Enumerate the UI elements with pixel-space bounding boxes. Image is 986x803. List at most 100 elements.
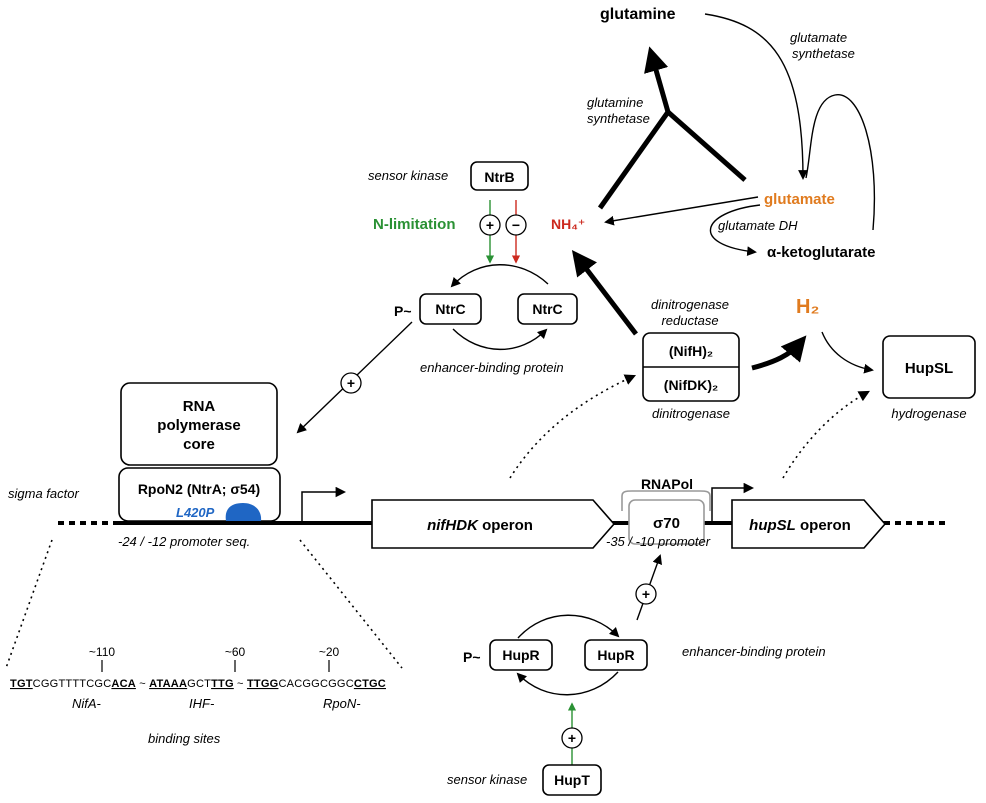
hup-transcription-start-arrow — [711, 482, 755, 523]
ntrc-p-prefix: P~ — [394, 303, 412, 319]
ntrc-p-box — [419, 293, 482, 325]
hupt-text: HupT — [554, 772, 590, 788]
hupr-p-box — [489, 639, 553, 671]
zoom-line-left — [5, 539, 53, 669]
ihf-site-label: IHF- — [189, 696, 215, 711]
ketoglutarate-loop — [805, 94, 876, 231]
binding-sites-label: binding sites — [148, 731, 221, 746]
seq-spacer-2: GCT — [187, 678, 211, 690]
hupr-cycle-top-arrow — [517, 614, 620, 639]
reductase-label-2: reductase — [661, 313, 718, 328]
sigma70-box — [628, 499, 705, 545]
rna-polymerase-core-line-3: core — [183, 436, 215, 453]
glutamate-synthetase-label-2: synthetase — [792, 46, 855, 61]
promoter-35-10-label: -35 / -10 promoter — [606, 534, 711, 549]
seq-spacer-1: CGGTTTTCGC — [33, 678, 112, 690]
dinitrogenase-label: dinitrogenase — [652, 406, 730, 421]
sigma70-text: σ70 — [653, 515, 680, 532]
nifhdk-operon-gene: nifHDK — [427, 517, 479, 534]
n-limitation-label: N-limitation — [373, 216, 456, 233]
nifhdk-operon-shape — [371, 499, 616, 549]
glutamine-synthetase-label-1: glutamine — [587, 95, 643, 110]
ntrc-plus-sign: + — [347, 375, 355, 391]
glutamine-synthetase-branch-glutamate — [666, 110, 747, 182]
rna-polymerase-core-line-1: RNA — [183, 398, 216, 415]
nif-operon-to-nitrogenase-arrow — [509, 374, 637, 479]
nifhdk-operon-suffix: operon — [478, 517, 533, 534]
position-20-label: ~20 — [319, 645, 340, 659]
ntrb-text: NtrB — [484, 169, 514, 185]
reductase-label-1: dinitrogenase — [651, 297, 729, 312]
minus-sign: − — [512, 217, 520, 233]
glutamate-dh-arrow — [709, 204, 761, 257]
ntrc-plus-circle — [340, 372, 362, 394]
seq-nifa-site-end: ACA — [111, 678, 136, 690]
ntrc-text: NtrC — [532, 301, 562, 317]
nifh-text: (NifH)₂ — [669, 343, 713, 359]
sigma-factor-label: sigma factor — [8, 486, 79, 501]
seq-ihf-site-end: TTG — [211, 678, 234, 690]
rnapol-bracket — [621, 490, 711, 511]
glutamate-label: glutamate — [764, 191, 835, 208]
zoom-line-right — [299, 539, 403, 669]
promoter-24-12-label: -24 / -12 promoter seq. — [118, 534, 250, 549]
rpon2-text: RpoN2 (NtrA; σ54) — [138, 481, 260, 497]
nifa-site-label: NifA- — [72, 696, 102, 711]
hydrogenase-label: hydrogenase — [891, 406, 966, 421]
hupsl-operon-suffix: operon — [796, 517, 851, 534]
rna-polymerase-core-line-2: polymerase — [157, 417, 240, 434]
hupt-plus-sign: + — [568, 730, 576, 746]
glutamine-synthetase-arrow — [644, 46, 671, 113]
seq-nifa-site-start: TGT — [10, 678, 33, 690]
rna-polymerase-core-box — [120, 382, 278, 466]
glutamate-synthetase-arrow — [704, 13, 808, 180]
position-110-label: ~110 — [89, 645, 115, 659]
hupr-enhancer-label: enhancer-binding protein — [682, 644, 826, 659]
glutamine-synthetase-branch-nh4 — [597, 110, 671, 210]
glutamine-synthetase-label-2: synthetase — [587, 111, 650, 126]
glutamate-to-nh4-arrow — [604, 196, 759, 226]
ntrc-cycle-bottom-arrow — [452, 328, 548, 350]
seq-spacer-3: CACGGCGGC — [278, 678, 353, 690]
rnapol-label: RNAPol — [641, 476, 693, 492]
nh4-label: NH₄⁺ — [551, 216, 585, 232]
hupr-p-text: HupR — [502, 647, 539, 663]
hupt-plus-circle — [561, 727, 583, 749]
hupsl-operon-shape — [731, 499, 887, 549]
ntrb-box — [470, 161, 529, 191]
nif-transcription-start-arrow — [301, 486, 347, 523]
promoter-sequence: TGTCGGTTTTCGCACA ~ ATAAAGCTTTG ~ TTGGCAC… — [10, 678, 386, 690]
hupt-sensor-kinase-label: sensor kinase — [447, 772, 527, 787]
seq-rpon-site-end: CTGC — [354, 678, 386, 690]
hupr-cycle-bottom-arrow — [516, 671, 619, 696]
hupr-plus-sign: + — [642, 586, 650, 602]
seq-tilde-2: ~ — [234, 678, 247, 690]
nifdk-text: (NifDK)₂ — [664, 377, 718, 393]
h2-to-hupsl-arrow — [821, 331, 874, 374]
ntrc-enhancer-label: enhancer-binding protein — [420, 360, 564, 375]
hupsl-box — [882, 335, 976, 399]
plus-circle — [479, 214, 501, 236]
hupsl-operon-gene: hupSL — [749, 517, 796, 534]
hupr-p-prefix: P~ — [463, 649, 481, 665]
h2-label: H₂ — [796, 296, 819, 318]
minus-circle — [505, 214, 527, 236]
glutamine-label: glutamine — [600, 6, 676, 23]
plus-sign: + — [486, 217, 494, 233]
position-60-label: ~60 — [225, 645, 246, 659]
ntrc-p-text: NtrC — [435, 301, 465, 317]
ntrc-cycle-top-arrow — [450, 264, 549, 288]
hupr-plus-circle — [635, 583, 657, 605]
seq-ihf-site-start: ATAAA — [149, 678, 187, 690]
hup-operon-to-hupsl-arrow — [782, 390, 870, 479]
nitrogenase-to-h2-arrow — [751, 335, 807, 371]
glutamate-synthetase-label-1: glutamate — [790, 30, 847, 45]
glutamate-dh-label: glutamate DH — [718, 218, 798, 233]
nifhdk-operon-label: nifHDK operon — [427, 517, 533, 534]
hupt-box — [542, 764, 602, 796]
ntrb-sensor-kinase-label: sensor kinase — [368, 168, 448, 183]
nitrogenase-to-nh4-arrow — [571, 250, 638, 336]
hupr-box — [584, 639, 648, 671]
hupsl-text: HupSL — [905, 360, 953, 377]
